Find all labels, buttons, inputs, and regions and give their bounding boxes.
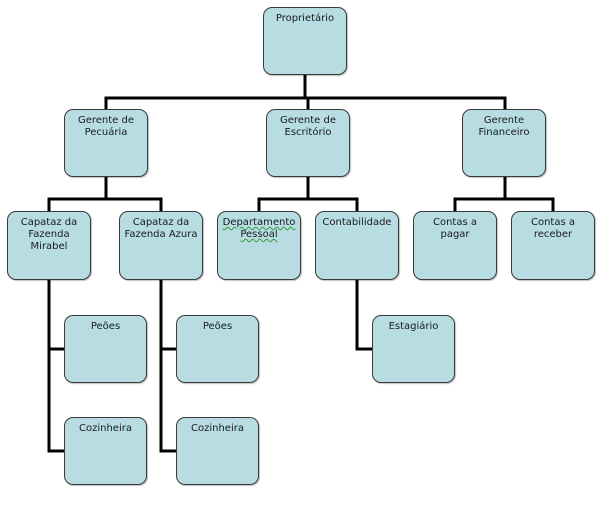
node-livestock-manager: Gerente de Pecuária <box>64 109 148 177</box>
node-azura-cook: Cozinheira <box>176 417 259 485</box>
node-intern: Estagiário <box>372 315 455 383</box>
node-finance-manager: Gerente Financeiro <box>462 109 546 177</box>
node-azura-workers: Peões <box>176 315 259 383</box>
node-personnel-department: Departamento Pessoal <box>217 211 301 280</box>
node-accounts-payable: Contas a pagar <box>413 211 497 280</box>
node-foreman-mirabel: Capataz da Fazenda Mirabel <box>7 211 91 280</box>
node-foreman-azura: Capataz da Fazenda Azura <box>119 211 203 280</box>
node-mirabel-cook: Cozinheira <box>64 417 147 485</box>
node-mirabel-workers: Peões <box>64 315 147 383</box>
node-owner: Proprietário <box>263 7 347 75</box>
node-office-manager: Gerente de Escritório <box>266 109 350 177</box>
node-accounts-receivable: Contas a receber <box>511 211 595 280</box>
node-accounting: Contabilidade <box>315 211 399 280</box>
